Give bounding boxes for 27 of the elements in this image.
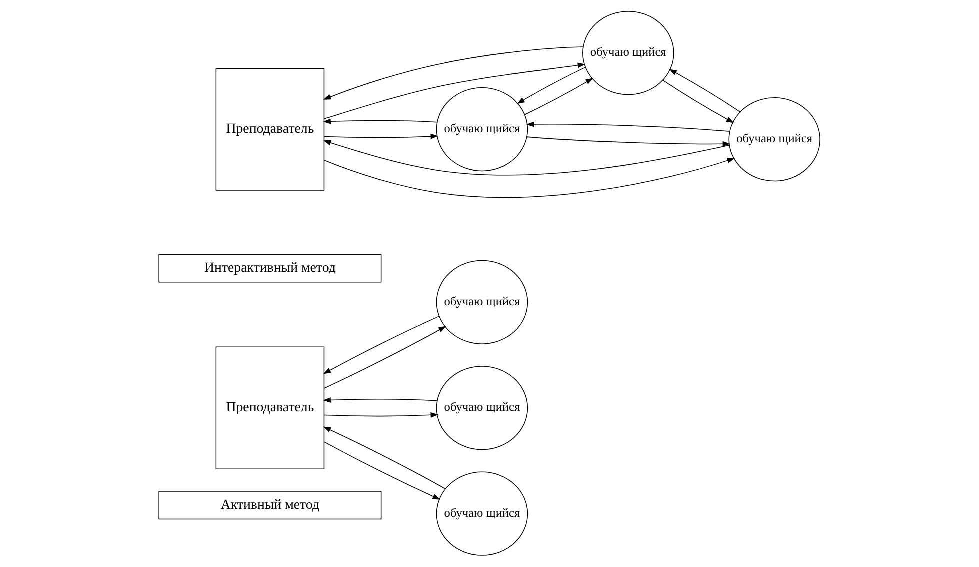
node-box: Интерактивный метод <box>158 254 382 283</box>
arrow <box>323 46 584 100</box>
node-box: Активный метод <box>158 491 382 520</box>
arrow <box>526 136 731 147</box>
arrow <box>324 134 439 140</box>
arrow <box>324 442 440 500</box>
arrow <box>323 140 730 176</box>
arrow <box>516 66 586 104</box>
node-circle: обучаю щийся <box>582 11 674 96</box>
arrow <box>662 80 734 124</box>
node-circle: обучаю щийся <box>436 472 528 556</box>
arrow <box>323 398 438 403</box>
node-box: Преподаватель <box>216 346 325 470</box>
node-circle: обучаю щийся <box>436 366 528 450</box>
arrow <box>324 412 439 418</box>
arrow <box>323 118 438 124</box>
node-box: Преподаватель <box>216 68 325 191</box>
arrow <box>526 122 730 132</box>
node-circle: обучаю щийся <box>728 98 820 182</box>
arrow <box>324 158 736 198</box>
arrow <box>323 316 440 374</box>
arrow <box>324 62 586 120</box>
arrow <box>669 69 741 112</box>
arrow <box>323 426 446 490</box>
arrow <box>524 78 594 116</box>
arrow <box>324 326 446 389</box>
node-circle: обучаю щийся <box>436 88 528 172</box>
